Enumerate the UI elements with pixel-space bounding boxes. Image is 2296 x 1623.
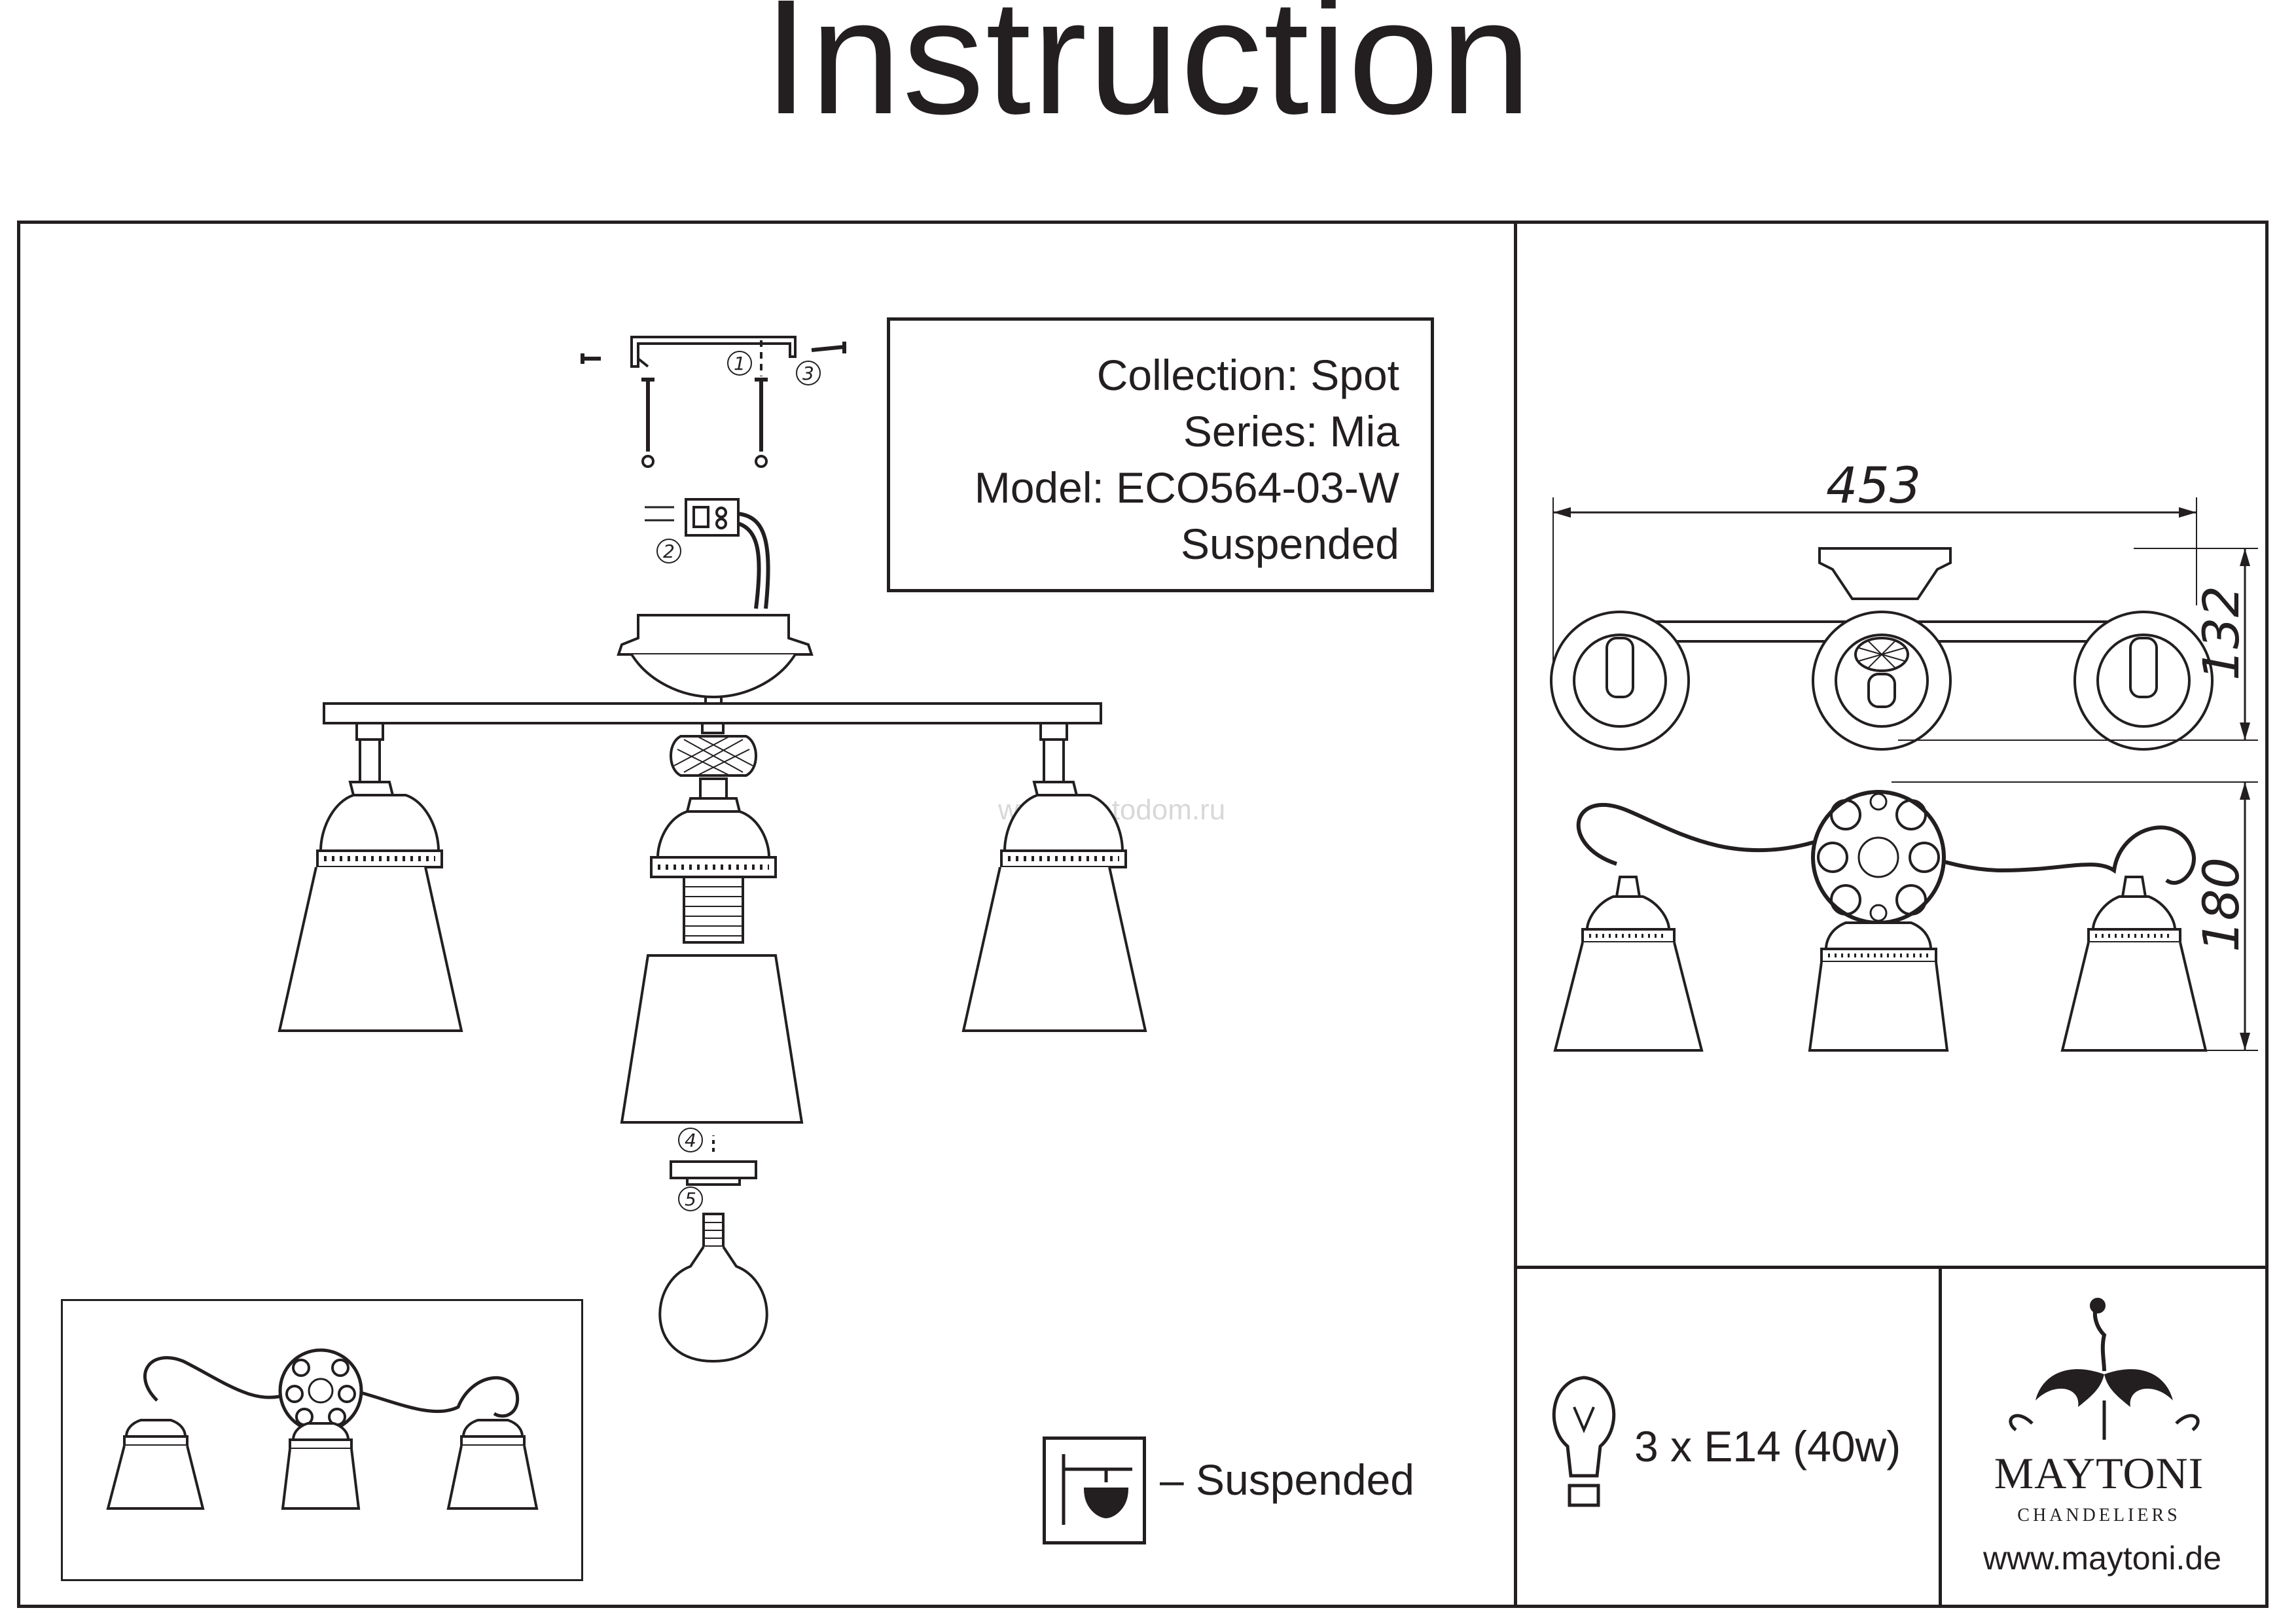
left-spot-diagram [278, 722, 463, 1032]
callout-circle-5 [678, 1186, 703, 1211]
dimension-width: 453 [1826, 456, 1921, 514]
callout-1: 1 [734, 353, 745, 374]
suspended-icon-frame [1043, 1436, 1146, 1544]
callout-circle-1 [727, 351, 752, 376]
brand-name: MAYTONI [1994, 1448, 2204, 1498]
page-title: Instruction [763, 0, 1533, 148]
dimension-height: 180 [2192, 857, 2250, 952]
model-label: Model: ECO564-03-W [974, 463, 1399, 512]
frame-divider-vertical [1514, 221, 1517, 1608]
brand-subtitle: CHANDELIERS [2017, 1505, 2181, 1525]
light-bar-diagram [323, 702, 1102, 724]
bulb-icon [1552, 1376, 1616, 1507]
terminal-block-diagram [645, 498, 770, 609]
top-view-drawing [1550, 497, 2258, 751]
thumbnail-box [61, 1299, 583, 1581]
center-spot-diagram [620, 722, 804, 1363]
brand-url[interactable]: www.maytoni.de [1982, 1540, 2222, 1577]
callout-circle-4 [678, 1128, 703, 1152]
bulb-spec: 3 x E14 (40w) [1634, 1422, 1901, 1471]
callout-4: 4 [685, 1130, 696, 1151]
front-view-drawing [1553, 781, 2258, 1052]
callout-circle-3 [796, 361, 821, 385]
legend-suspended-label: – Suspended [1160, 1455, 1415, 1504]
callout-3: 3 [802, 363, 814, 384]
callout-circle-2 [656, 539, 681, 563]
series-label: Series: Mia [1183, 407, 1399, 455]
instruction-frame [17, 221, 2269, 1608]
ceiling-canopy-diagram [617, 614, 814, 708]
brand-logo [2009, 1298, 2200, 1440]
mount-type-label: Suspended [1181, 520, 1399, 568]
dimension-depth: 132 [2192, 586, 2250, 681]
mounting-bracket-diagram [581, 336, 846, 468]
callout-2: 2 [663, 541, 675, 562]
product-info-box: Collection: Spot Series: Mia Model: ECO5… [887, 317, 1434, 592]
frame-divider-footer [1939, 1266, 1942, 1608]
right-spot-diagram [961, 722, 1147, 1032]
callout-5: 5 [685, 1188, 696, 1210]
collection-label: Collection: Spot [1096, 351, 1399, 399]
frame-divider-horizontal [1514, 1266, 2269, 1269]
suspended-icon [1062, 1454, 1132, 1525]
thumbnail-drawing [106, 1348, 539, 1510]
